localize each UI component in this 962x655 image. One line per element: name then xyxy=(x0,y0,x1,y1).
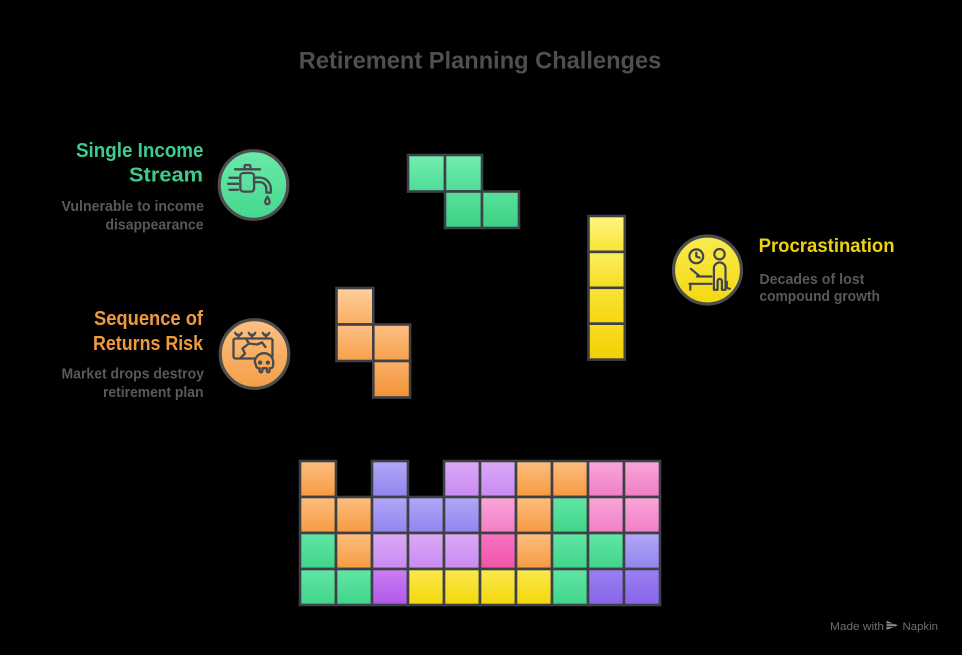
svg-text:Sequence of: Sequence of xyxy=(94,308,203,330)
svg-text:Decades of lost: Decades of lost xyxy=(759,272,864,288)
svg-text:Procrastination: Procrastination xyxy=(759,236,895,257)
svg-text:disappearance: disappearance xyxy=(106,218,204,234)
svg-text:Made with: Made with xyxy=(830,621,884,633)
svg-text:Vulnerable to income: Vulnerable to income xyxy=(62,199,205,215)
svg-text:compound growth: compound growth xyxy=(759,289,880,305)
svg-text:retirement plan: retirement plan xyxy=(103,385,204,401)
svg-text:Returns Risk: Returns Risk xyxy=(93,333,204,355)
svg-text:Retirement Planning Challenges: Retirement Planning Challenges xyxy=(299,48,662,75)
svg-text:Single Income: Single Income xyxy=(76,140,204,162)
svg-text:Market drops destroy: Market drops destroy xyxy=(62,367,205,383)
svg-text:Napkin: Napkin xyxy=(903,621,939,633)
svg-text:Stream: Stream xyxy=(129,164,203,186)
